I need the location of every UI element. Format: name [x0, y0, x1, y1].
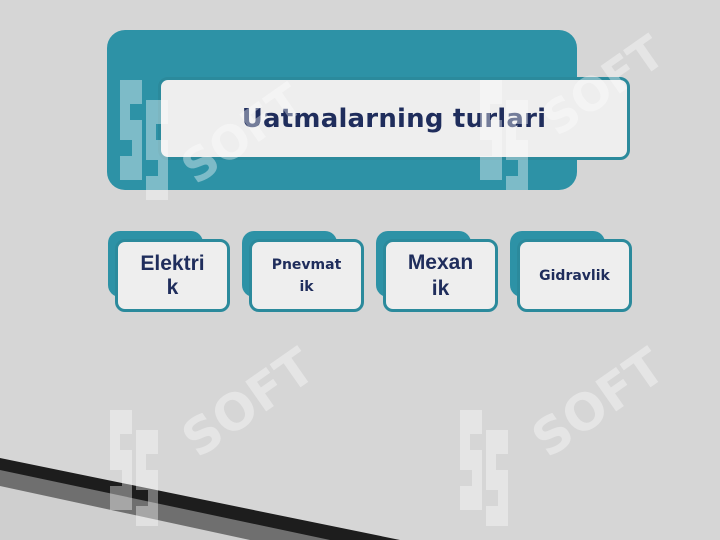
item-label: Elektri k	[140, 251, 205, 299]
item-box-pnevmatik: Pnevmat ik	[242, 231, 365, 313]
item-label: Mexan ik	[407, 250, 474, 300]
title-box: Uatmalarning turlari	[158, 77, 630, 160]
slide-title: Uatmalarning turlari	[241, 103, 547, 134]
item-label: Gidravlik	[539, 267, 610, 284]
item-label: Pnevmat ik	[271, 256, 342, 295]
item-box-gidravlik: Gidravlik	[510, 231, 633, 313]
item-box-mexanik: Mexan ik	[376, 231, 499, 313]
item-box-elektrik: Elektri k	[108, 231, 231, 313]
